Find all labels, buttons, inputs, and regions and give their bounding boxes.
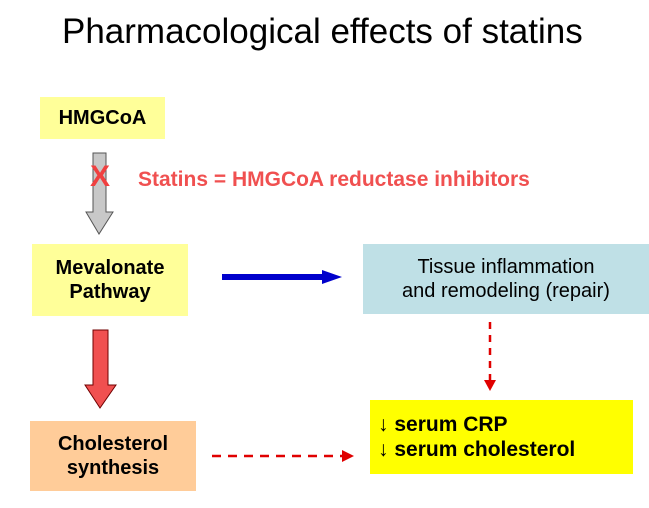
node-mevalonate-pathway: Mevalonate Pathway — [32, 244, 188, 316]
block-x-icon: X — [90, 160, 111, 193]
arrow-mevalonate-to-cholesterol — [84, 329, 117, 409]
node-serum-cholesterol: ↓ serum cholesterol — [378, 438, 576, 461]
node-tissue-label-line2: and remodeling (repair) — [402, 280, 610, 302]
node-serum-crp: ↓ serum CRP — [378, 412, 508, 436]
node-tissue-inflammation: Tissue inflammation and remodeling (repa… — [363, 244, 649, 314]
node-mevalonate-label-line1: Mevalonate — [55, 257, 165, 279]
node-serum-effects: ↓ serum CRP ↓ serum cholesterol — [370, 400, 633, 474]
node-mevalonate-label-line2: Pathway — [69, 281, 151, 303]
arrow-mevalonate-to-tissue-head — [322, 270, 342, 284]
node-hmgcoa: HMGCoA — [40, 97, 165, 139]
arrow-hmgcoa-to-mevalonate — [85, 152, 114, 235]
arrow-cholesterol-to-serum-head — [342, 450, 354, 462]
page-title: Pharmacological effects of statins — [62, 12, 583, 51]
node-cholesterol-label-line1: Cholesterol — [57, 433, 169, 455]
node-cholesterol-label-line2: synthesis — [66, 457, 160, 479]
statins-annotation: Statins = HMGCoA reductase inhibitors — [138, 168, 530, 191]
node-cholesterol-synthesis: Cholesterol synthesis — [30, 421, 196, 491]
node-tissue-label-line1: Tissue inflammation — [417, 256, 595, 278]
arrow-tissue-to-serum-head — [484, 380, 496, 391]
node-hmgcoa-label: HMGCoA — [58, 107, 147, 129]
